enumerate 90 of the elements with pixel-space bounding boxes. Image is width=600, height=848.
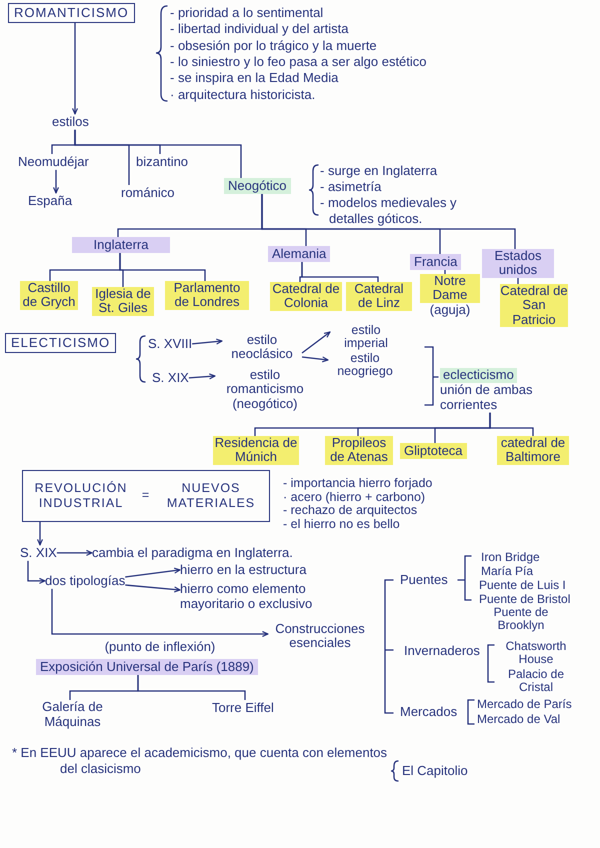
bullet-note: - importancia hierro forjado [283,476,432,492]
highlighted-term: Iglesia de St. Giles [92,287,154,316]
arrow [72,22,78,115]
note-text: El Capitolio [402,763,468,779]
connector-line [137,674,246,700]
concept-text: estilo neoclásico [222,333,302,362]
arrow [302,331,331,354]
arrow [56,550,93,556]
edge-label: (punto de inflexión) [104,639,216,655]
bullet-note: - libertad individual y del artista [170,21,348,38]
highlighted-term: Francia [410,254,462,270]
connector-line [489,412,534,436]
arrow [27,560,46,584]
arrow [37,522,43,546]
category-text: Puentes [400,572,448,588]
category-text: Mercados [400,704,458,720]
footnote: * En EEUU aparece el academicismo, que cuenta con elementos del clasicismo [12,745,388,777]
list-item: Mercado de Val [477,712,560,727]
highlighted-term: Residencia de Múnich [213,436,299,465]
list-item: Iron Bridge [481,550,540,565]
highlighted-term: Castillo de Grych [20,281,78,310]
arrow [51,588,269,637]
connector-line [74,130,242,178]
bullet-note: - surge en Inglaterra [320,163,438,179]
highlighted-term: Alemania [268,246,330,262]
highlighted-term: Estados unidos [482,249,554,278]
concept-text: hierro en la estructura [180,562,306,578]
concept-text: hierro como elemento mayoritario o exclusivo [180,582,370,612]
arrow [302,356,329,362]
arrow [188,373,216,380]
concept-text: Neomudéjar [18,154,89,170]
category-text: Invernaderos [404,643,480,659]
concept-text: S. XIX [20,545,57,561]
concept-text: bizantino [136,154,188,170]
highlighted-term: Catedral de Linz [346,282,412,311]
concept-text: estilos [52,114,89,130]
list-item: Chatsworth House [504,640,568,667]
note-text: (aguja) [428,302,472,317]
bullet-note: · arquitectura historicista. [170,86,316,102]
bullet-note: - el hierro no es bello [283,516,400,532]
bullet-note: · acero (hierro + carbono) [283,490,426,504]
highlighted-term: Exposición Universal de París (1889) [36,659,258,675]
highlighted-term: Catedral de San Patricio [500,284,568,327]
concept-text: dos tipologías [45,573,126,589]
equals-sign: = [140,488,152,504]
highlighted-term: Gliptoteca [400,443,467,459]
arrow [125,584,181,592]
bullet-note: - rechazo de arquitectos [283,503,418,518]
arrow [53,170,59,194]
concept-text: estilo romanticismo (neogótico) [215,368,315,411]
bullet-note: - prioridad a lo sentimental [170,5,324,21]
connector-line [261,194,516,249]
list-item: María Pía [481,564,534,579]
highlighted-term: Parlamento de Londres [165,281,249,310]
topic-box: ELECTICISMO [5,333,116,353]
concept-text: Construcciones esenciales [268,622,372,651]
list-item: Palacio de Cristal [506,668,566,695]
note-text: unión de ambas corrientes [440,382,534,413]
bullet-note: - lo siniestro y lo feo pasa a ser algo estético [170,54,427,70]
connector-line [301,262,379,282]
concept-text: Galería de Máquinas [20,700,125,730]
concept-text: románico [121,185,174,201]
arrow [125,568,181,578]
highlighted-term: Propileos de Atenas [325,436,393,465]
highlighted-term: Neogótico [224,178,291,194]
bullet-note: - asimetría [320,179,382,195]
concept-text: Torre Eiffel [212,700,274,716]
concept-text: España [28,193,72,209]
concept-text: estilo neogriego [328,352,402,377]
list-item: Puente de Brooklyn [492,606,550,633]
highlighted-term: Notre Dame [420,274,480,303]
connector-line [119,252,206,281]
list-item: Puente de Luis I [479,578,566,593]
concept-text: S. XVIII [148,336,192,352]
topic-title: NUEVOS MATERIALES [166,480,256,512]
highlighted-term: Catedral de Colonia [270,282,342,311]
bullet-note: - se inspira en la Edad Media [170,70,338,86]
bullet-note: - obsesión por lo trágico y la muerte [170,38,377,54]
bullet-note: - modelos medievales y detalles góticos. [320,195,458,227]
highlighted-term: eclecticismo [440,368,517,383]
list-item: Puente de Bristol [479,592,570,607]
topic-title: REVOLUCIÓN INDUSTRIAL [34,480,128,512]
highlighted-term: catedral de Baltimore [497,436,569,465]
topic-box: ROMANTICISMO [8,3,135,23]
topic-box [22,470,270,522]
concept-text: S. XIX [152,370,189,386]
list-item: Mercado de París [477,697,572,712]
arrow [192,338,223,345]
highlighted-term: Inglaterra [72,237,170,253]
concept-text: cambia el paradigma en Inglaterra. [92,545,293,561]
